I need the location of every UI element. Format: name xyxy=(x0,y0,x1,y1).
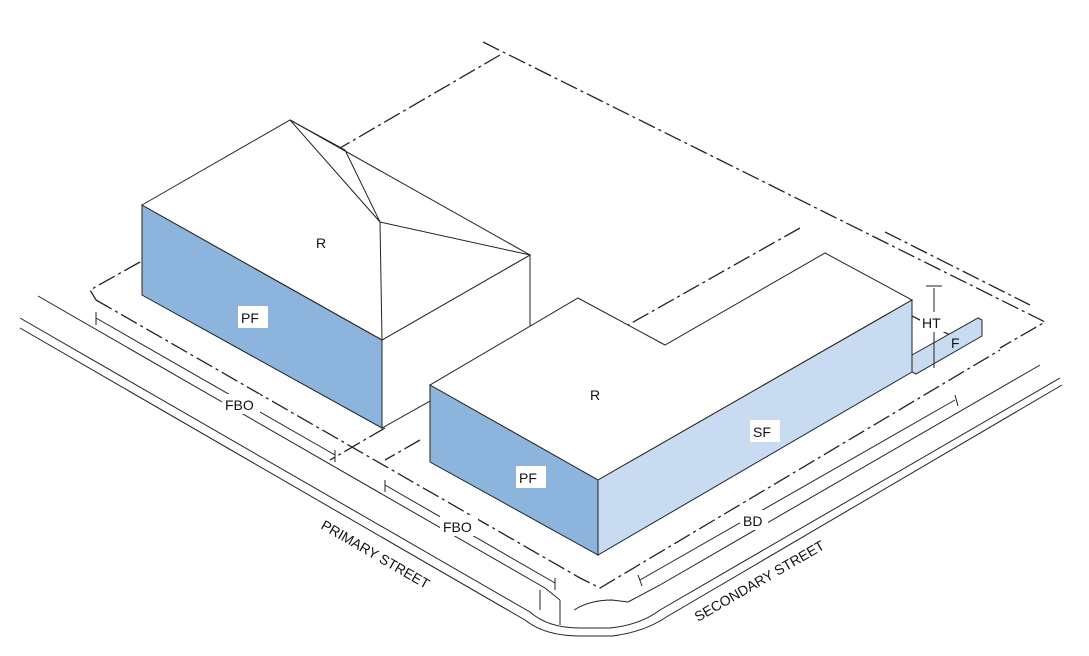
roof-label-left: R xyxy=(316,235,326,251)
primary-facade-label-left: PF xyxy=(241,310,259,326)
fbo-label-right: FBO xyxy=(443,519,472,535)
build-depth-label: BD xyxy=(743,513,762,529)
primary-facade-label-right: PF xyxy=(519,470,537,486)
secondary-facade-label: SF xyxy=(753,424,771,440)
fence-label: F xyxy=(951,335,960,351)
height-label: HT xyxy=(922,315,941,331)
primary-street-label: PRIMARY STREET xyxy=(319,517,433,592)
street-edges xyxy=(19,295,1063,637)
fbo-label-left: FBO xyxy=(225,397,254,413)
roof-label-right: R xyxy=(590,387,600,403)
fence xyxy=(911,317,983,375)
secondary-street-label: SECONDARY STREET xyxy=(692,537,828,625)
